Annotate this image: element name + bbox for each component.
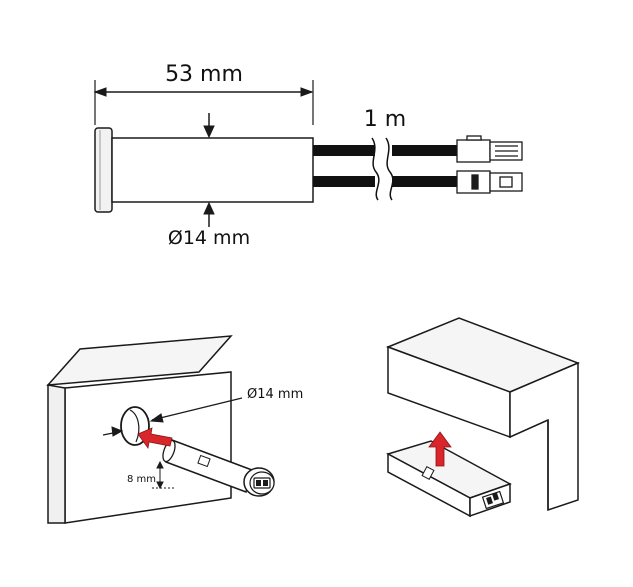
- install-diameter-label: Ø14 mm: [247, 387, 303, 402]
- sensor-cylinder: [162, 439, 275, 497]
- diameter-marks: [203, 113, 215, 227]
- shelf-mount-illustration: [385, 317, 581, 518]
- insert-arrow-icon: [137, 427, 173, 450]
- sensor-dimension-drawing: 53 mm Ø14 mm 1 m: [93, 62, 523, 249]
- length-dimension: [93, 80, 314, 125]
- length-label: 53 mm: [165, 62, 243, 87]
- lift-arrow-icon: [428, 431, 452, 467]
- sensor-body: [111, 137, 314, 203]
- wall-side: [47, 384, 66, 524]
- wall-top: [46, 335, 233, 386]
- connector-bottom: [456, 170, 523, 194]
- install-depth-label: 8 mm: [127, 474, 156, 485]
- hole-diameter-marks: [102, 397, 243, 437]
- sensor-flange: [94, 127, 113, 213]
- connector-top: [456, 135, 523, 163]
- cables: [313, 137, 457, 201]
- install-wall-illustration: Ø14 mm 8 mm: [46, 335, 303, 524]
- cable-length-label: 1 m: [364, 107, 406, 132]
- sensor-bar: [386, 440, 512, 518]
- depth-marks: [152, 460, 175, 490]
- diameter-label: Ø14 mm: [168, 227, 250, 249]
